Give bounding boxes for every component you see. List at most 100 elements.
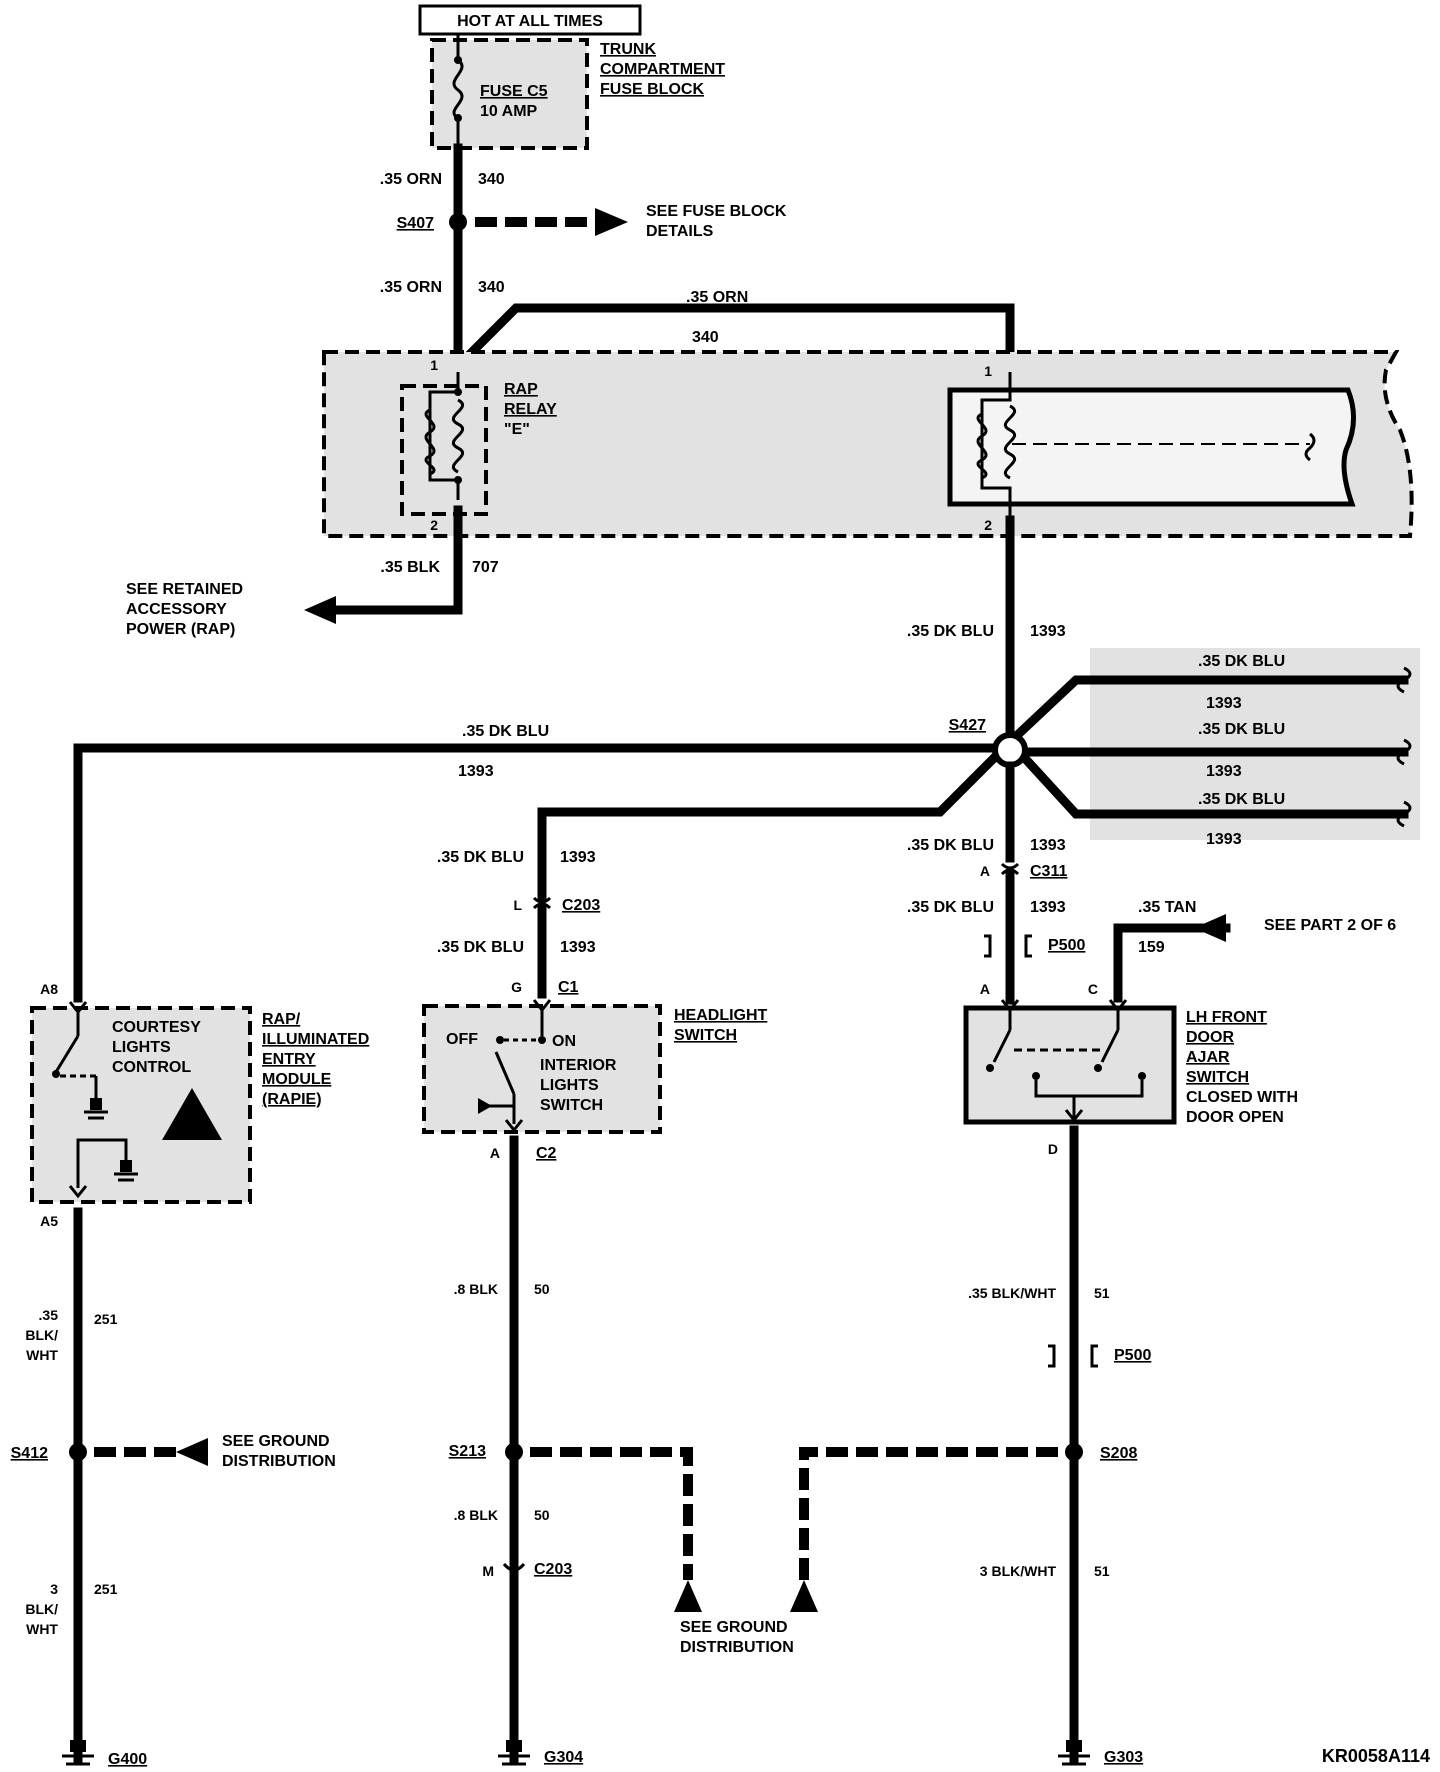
wire-707 <box>331 505 463 615</box>
splice-s412 <box>69 1443 87 1461</box>
wire-50a-number: 50 <box>534 1281 550 1297</box>
right-relay-break <box>1304 432 1316 462</box>
rap-relay-label-3: "E" <box>504 421 530 438</box>
c1-pin: G <box>511 979 522 995</box>
door-d-arrow <box>1064 1109 1084 1123</box>
ground-g304-label: G304 <box>544 1749 583 1766</box>
wire-51b-number: 51 <box>1094 1563 1110 1579</box>
wire-50b-gauge: .8 BLK <box>454 1507 498 1523</box>
courtesy-contact <box>52 1070 60 1078</box>
wire-r2-break <box>1396 738 1412 766</box>
see-ground-left-2: DISTRIBUTION <box>222 1453 336 1470</box>
wire-51a-gauge: .35 BLK/WHT <box>968 1285 1056 1301</box>
c203-top-pin: L <box>513 897 522 913</box>
ground-dist-arrow-2 <box>674 1580 702 1612</box>
p500-top-label: P500 <box>1048 937 1085 954</box>
courtesy-ground-block <box>90 1098 102 1110</box>
door-pin-c: C <box>1088 981 1098 997</box>
diagram-code: KR0058A114 <box>1322 1746 1430 1766</box>
wire-1393-r3-number: 1393 <box>1206 831 1242 848</box>
esd-icon <box>162 1088 222 1140</box>
wire-50b-number: 50 <box>534 1507 550 1523</box>
wire-159 <box>1113 923 1231 1003</box>
wire-251b-gauge-3: WHT <box>26 1621 58 1637</box>
rap-relay-label-2: RELAY <box>504 401 557 418</box>
wire-251a-number: 251 <box>94 1311 118 1327</box>
wire-1393-left-number: 1393 <box>458 763 494 780</box>
door-contact-1 <box>986 1064 994 1072</box>
door-switch-label-2: DOOR <box>1186 1029 1234 1046</box>
wire-1393-r2-gauge: .35 DK BLU <box>1198 721 1285 738</box>
rap-relay-node-bottom <box>454 476 462 484</box>
see-part-2: SEE PART 2 OF 6 <box>1264 917 1396 934</box>
wire-340-c <box>451 303 1015 375</box>
door-switch-label-5: CLOSED WITH <box>1186 1089 1298 1106</box>
g400-block <box>70 1740 86 1752</box>
door-switch-shade <box>966 1008 1174 1122</box>
headlight-off-contact <box>496 1036 504 1044</box>
wire-1393-r1-number: 1393 <box>1206 695 1242 712</box>
wire-1393-r2-number: 1393 <box>1206 763 1242 780</box>
wire-707-number: 707 <box>472 559 499 576</box>
fuse-block-outline <box>430 38 589 150</box>
p500-bot-left <box>1048 1344 1056 1368</box>
see-rap-2: ACCESSORY <box>126 601 227 618</box>
wire-1393-mid-gauge: .35 DK BLU <box>437 849 524 866</box>
wire-1393-mid <box>537 735 1017 903</box>
headlight-blade <box>494 1051 516 1095</box>
door-pin-a: A <box>980 981 990 997</box>
rap-relay-pin-2: 2 <box>430 517 438 533</box>
headlight-off: OFF <box>446 1031 478 1048</box>
rap-relay-coil-right <box>451 398 465 474</box>
wire-251a-gauge-2: BLK/ <box>25 1327 58 1343</box>
splice-s213-label: S213 <box>449 1443 486 1460</box>
wire-r3-break <box>1396 800 1412 828</box>
p500-top-left <box>984 934 992 958</box>
see-ground-left-1: SEE GROUND <box>222 1433 330 1450</box>
door-pin-d: D <box>1048 1141 1058 1157</box>
door-switch-label-6: DOOR OPEN <box>1186 1109 1284 1126</box>
courtesy-label-1: COURTESY <box>112 1019 201 1036</box>
wire-159-gauge: .35 TAN <box>1138 899 1196 916</box>
wire-1393-mid-number: 1393 <box>560 849 596 866</box>
wire-707-gauge: .35 BLK <box>380 559 440 576</box>
see-rap-1: SEE RETAINED <box>126 581 243 598</box>
pin-a5: A5 <box>40 1213 58 1229</box>
headlight-title-1: HEADLIGHT <box>674 1007 768 1024</box>
p500-bot-label: P500 <box>1114 1347 1151 1364</box>
door-switch-label-4: SWITCH <box>1186 1069 1249 1086</box>
ground-g400-label: G400 <box>108 1751 147 1768</box>
wire-340-a-gauge: .35 ORN <box>380 171 442 188</box>
wire-340-b-gauge: .35 ORN <box>380 279 442 296</box>
wire-340-c-number: 340 <box>692 329 719 346</box>
see-ground-mid-2: DISTRIBUTION <box>680 1639 794 1656</box>
g303-block <box>1066 1740 1082 1752</box>
wire-1393-r3 <box>1003 735 1409 819</box>
interior-lights-3: SWITCH <box>540 1097 603 1114</box>
wire-340-a-number: 340 <box>478 171 505 188</box>
door-a-blade <box>992 1029 1012 1063</box>
c2-label: C2 <box>536 1145 557 1162</box>
door-switch-outline <box>963 1005 1177 1125</box>
hot-at-all-times-label: HOT AT ALL TIMES <box>457 13 603 30</box>
c311-upper <box>1000 862 1020 870</box>
wire-1393-c311b-gauge: .35 DK BLU <box>907 899 994 916</box>
fuse-c5-label: FUSE C5 <box>480 83 548 100</box>
wire-1393-top-number: 1393 <box>1030 623 1066 640</box>
interior-lights-1: INTERIOR <box>540 1057 617 1074</box>
rap-relay-coil-left <box>424 408 436 476</box>
c203-bot-pin: M <box>482 1563 494 1579</box>
courtesy-switch-blade <box>54 1035 80 1073</box>
wire-1393-r1-gauge: .35 DK BLU <box>1198 653 1285 670</box>
wire-340-c-gauge: .35 ORN <box>686 289 748 306</box>
wire-251a-gauge-3: WHT <box>26 1347 58 1363</box>
courtesy-ground-block-2 <box>120 1160 132 1172</box>
ground-dist-arrow-1 <box>176 1438 208 1466</box>
rapie-label-2: ILLUMINATED <box>262 1031 369 1048</box>
splice-s213 <box>505 1443 523 1461</box>
rapie-label-5: (RAPIE) <box>262 1091 322 1108</box>
wire-251b-gauge-2: BLK/ <box>25 1601 58 1617</box>
wire-50a-gauge: .8 BLK <box>454 1281 498 1297</box>
p500-bot-right <box>1090 1344 1098 1368</box>
